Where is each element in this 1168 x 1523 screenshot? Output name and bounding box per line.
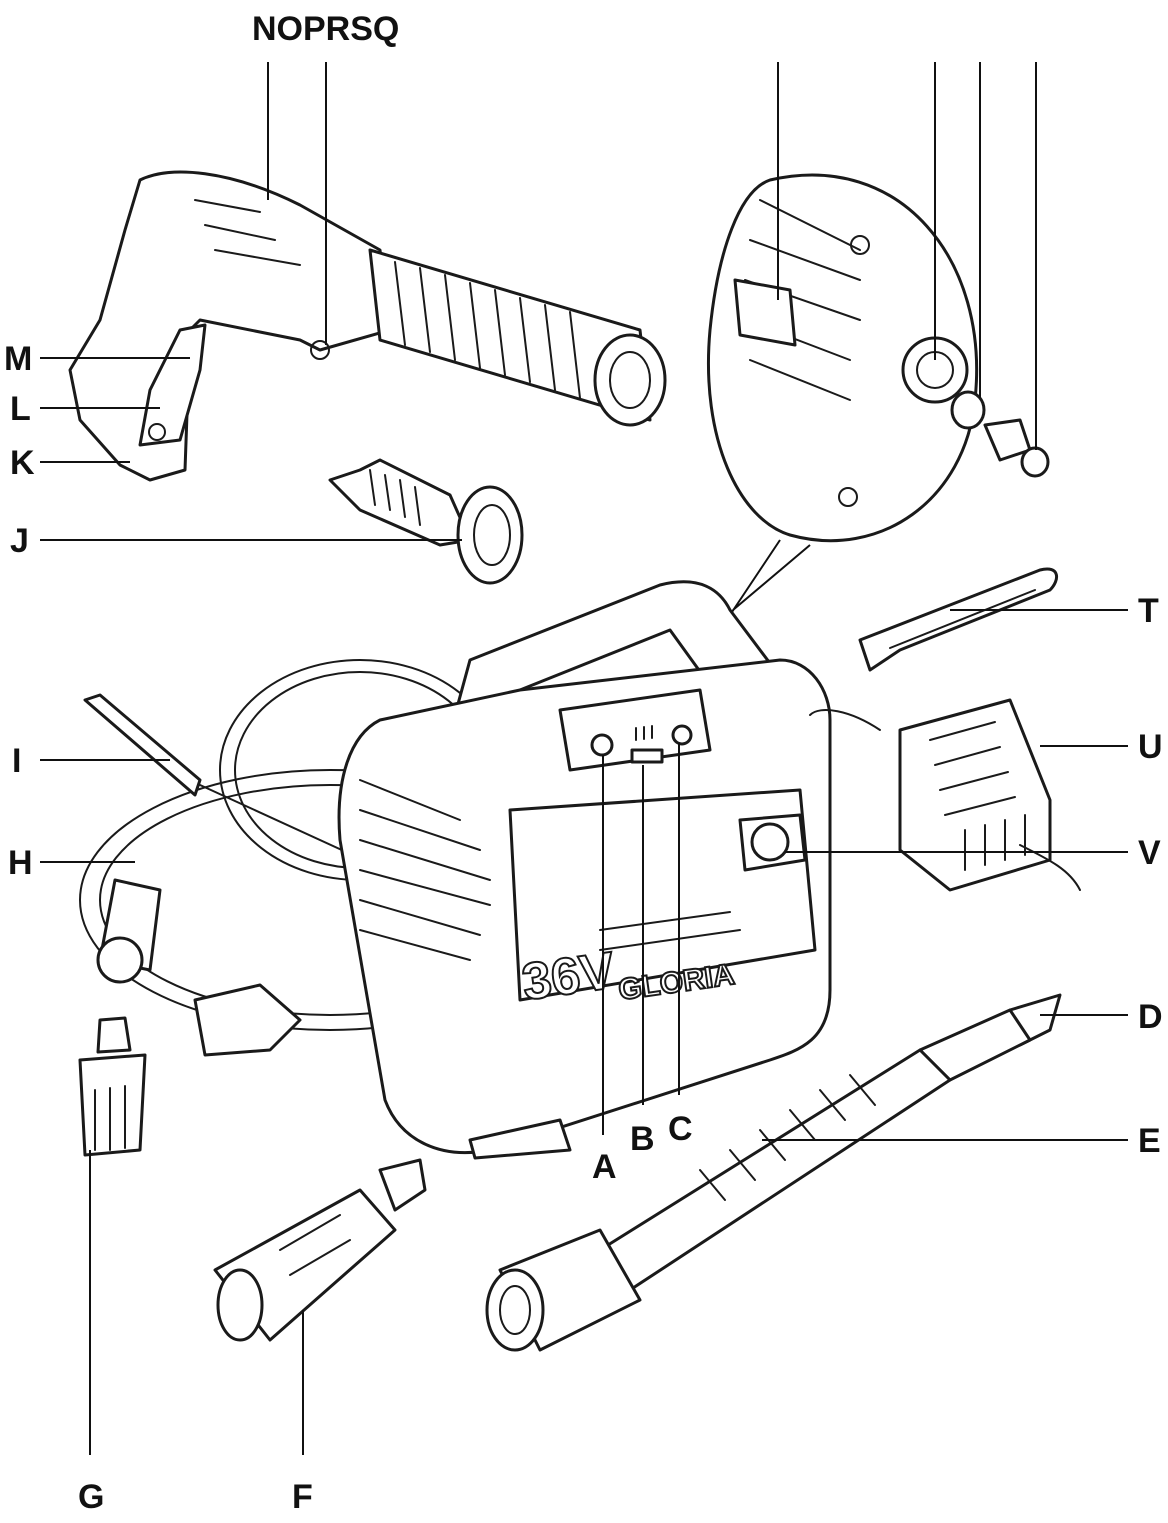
label-j: J xyxy=(10,522,29,560)
label-f: F xyxy=(292,1478,313,1516)
label-c: C xyxy=(668,1110,693,1148)
label-u: U xyxy=(1138,728,1163,766)
label-l: L xyxy=(10,390,31,428)
label-e: E xyxy=(1138,1122,1161,1160)
hose-and-lance xyxy=(79,659,581,1057)
nozzle-j xyxy=(328,458,524,585)
label-k: K xyxy=(10,444,35,482)
zoom-detail xyxy=(707,173,1050,616)
clip-t xyxy=(858,567,1059,672)
label-i: I xyxy=(12,742,21,780)
label-b: B xyxy=(630,1120,655,1158)
label-h: H xyxy=(8,844,33,882)
label-m: M xyxy=(4,340,32,378)
label-top: NOPRSQ xyxy=(252,10,399,48)
label-v: V xyxy=(1138,834,1161,872)
charger-u xyxy=(809,698,1081,892)
nozzle-f xyxy=(213,1158,427,1342)
label-g: G xyxy=(78,1478,104,1516)
callout-labels: NOPRSQ M L K J I H G F A B C D E T U V xyxy=(4,10,1163,1516)
spray-gun xyxy=(68,170,667,482)
lance-de xyxy=(485,993,1062,1352)
label-t: T xyxy=(1138,592,1159,630)
label-d: D xyxy=(1138,998,1163,1036)
nozzle-g xyxy=(78,1016,147,1157)
leader-lines xyxy=(40,62,1128,1455)
label-a: A xyxy=(592,1148,617,1186)
pressure-washer-unit: 36V GLORIA xyxy=(337,580,832,1160)
